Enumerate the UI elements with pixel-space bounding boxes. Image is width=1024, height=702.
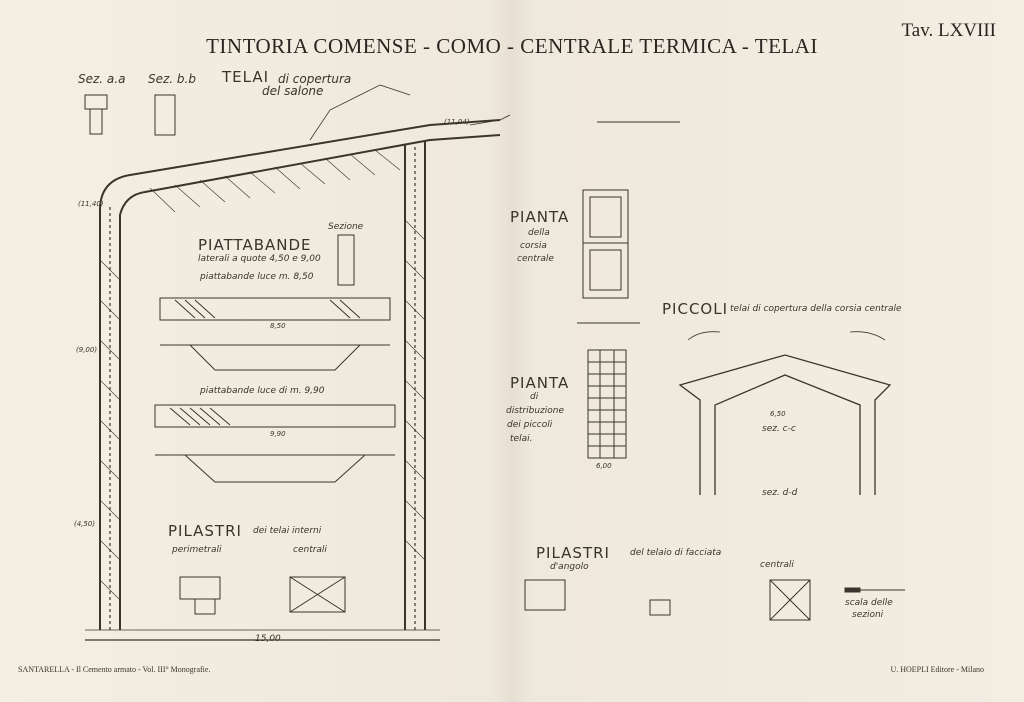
pilastri-interni-drawing xyxy=(179,576,346,615)
centrali-label: centrali xyxy=(293,545,327,555)
sez-bb-label: Sez. b.b xyxy=(148,72,196,86)
quota-450: (4,50) xyxy=(74,520,96,528)
scala-label-1: scala delle xyxy=(845,598,893,608)
quota-900: (9,00) xyxy=(76,346,98,354)
pianta-corsia-sub1: della xyxy=(528,228,550,238)
piattabande-luce-1: piattabande luce m. 8,50 xyxy=(200,272,314,282)
pianta-distrib-sub4: telai. xyxy=(510,434,533,444)
pianta-corsia-sub3: centrale xyxy=(517,254,554,264)
footer-left: SANTARELLA - Il Cemento armato - Vol. II… xyxy=(18,665,211,674)
piattabande-sub: laterali a quote 4,50 e 9,00 xyxy=(198,254,321,264)
section-aa-bb-drawing xyxy=(84,94,176,136)
pianta-distribuzione-drawing xyxy=(587,349,627,459)
pilastri-facciata-title: PILASTRI xyxy=(536,544,610,562)
piccoli-telai-drawing xyxy=(678,331,892,495)
pianta-corsia-title: PIANTA xyxy=(510,208,570,226)
plate-number: Tav. LXVIII xyxy=(901,20,996,41)
dim-span-main: 15,00 xyxy=(255,634,281,644)
pianta-distrib-sub1: di xyxy=(530,392,539,402)
piattabande-title: PIATTABANDE xyxy=(198,236,312,254)
dim-990: 9,90 xyxy=(270,430,286,438)
perimetrali-label: perimetrali xyxy=(172,545,222,555)
piattabande-drawing xyxy=(154,234,396,483)
sez-dd-label: sez. d-d xyxy=(762,488,798,498)
pianta-distrib-sub3: dei piccoli xyxy=(507,420,553,430)
telai-sub2: del salone xyxy=(262,84,324,98)
telai-sub1: di copertura xyxy=(278,72,352,86)
centrali-facciata-label: centrali xyxy=(760,560,794,570)
scala-label-2: sezioni xyxy=(852,610,884,620)
sez-aa-label: Sez. a.a xyxy=(78,72,126,86)
quota-1104: (11,04) xyxy=(444,118,470,126)
sheet-title: TINTORIA COMENSE - COMO - CENTRALE TERMI… xyxy=(206,34,818,58)
dim-600: 6,00 xyxy=(596,462,612,470)
pilastri-interni-title: PILASTRI xyxy=(168,522,242,540)
pilastri-facciata-drawing xyxy=(524,579,811,621)
main-frame-drawing xyxy=(85,84,511,641)
pianta-corsia-drawing xyxy=(582,189,629,299)
piccoli-sub: telai di copertura della corsia centrale xyxy=(730,304,902,314)
pianta-distrib-title: PIANTA xyxy=(510,374,570,392)
piattabande-luce-2: piattabande luce di m. 9,90 xyxy=(200,386,325,396)
quota-1140: (11,40) xyxy=(78,200,104,208)
piccoli-title: PICCOLI xyxy=(662,300,729,318)
dangolo-label: d'angolo xyxy=(550,562,589,572)
telai-title: TELAI xyxy=(222,68,270,86)
dim-650: 6,50 xyxy=(770,410,786,418)
sez-cc-label: sez. c-c xyxy=(762,424,796,434)
scale-bars xyxy=(577,121,905,593)
pilastri-facciata-sub: del telaio di facciata xyxy=(630,548,722,558)
sezione-label: Sezione xyxy=(328,222,364,232)
dim-850: 8,50 xyxy=(270,322,286,330)
pianta-distrib-sub2: distribuzione xyxy=(506,406,565,416)
pianta-corsia-sub2: corsia xyxy=(520,241,547,251)
pilastri-interni-sub: dei telai interni xyxy=(253,526,322,536)
footer-right: U. HOEPLI Editore - Milano xyxy=(890,665,984,674)
